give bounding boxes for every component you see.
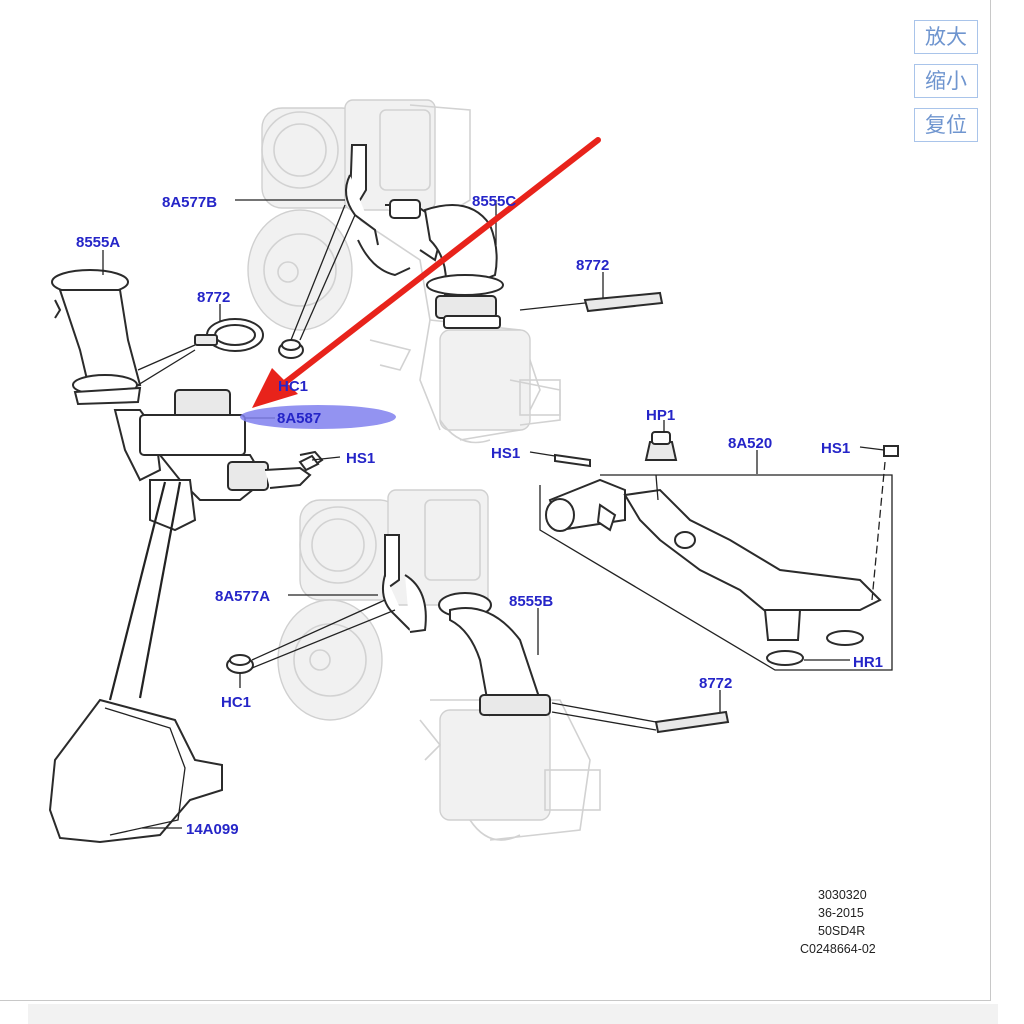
label-8a520: 8A520 <box>728 435 772 452</box>
label-8555b: 8555B <box>509 593 553 610</box>
hose-8555b <box>438 592 551 717</box>
hose-8555a <box>51 269 142 406</box>
hose-8a577a <box>382 534 427 633</box>
label-8a587: 8A587 <box>277 410 321 427</box>
clamp-8772-top <box>519 291 664 313</box>
ref-line-4: C0248664-02 <box>800 942 876 956</box>
label-hc1-top: HC1 <box>278 378 308 395</box>
clamp-hc1-bottom <box>226 599 396 674</box>
label-8772-bottom: 8772 <box>699 675 732 692</box>
label-8555c: 8555C <box>472 193 516 210</box>
label-14a099: 14A099 <box>186 821 239 838</box>
label-8a577a: 8A577A <box>215 588 270 605</box>
footer-band <box>28 1004 998 1024</box>
ghost-engine-top <box>247 99 561 444</box>
ref-line-1: 3030320 <box>818 888 867 902</box>
label-hr1: HR1 <box>853 654 883 671</box>
zoom-out-button[interactable]: 缩小 <box>914 64 978 98</box>
ghost-engine-bottom <box>277 489 601 841</box>
label-hs1-left: HS1 <box>346 450 375 467</box>
label-hp1: HP1 <box>646 407 675 424</box>
screws-hs1 <box>298 445 899 472</box>
pipe-8a520 <box>539 461 893 671</box>
highlight-ellipse <box>240 405 396 429</box>
label-8a577b: 8A577B <box>162 194 217 211</box>
ref-line-3: 50SD4R <box>818 924 865 938</box>
parts-diagram: 8A577B 8555C 8555A 8772 8772 HC1 8A587 H… <box>48 99 899 956</box>
clamp-hc1-top <box>278 204 356 359</box>
label-8772-left: 8772 <box>197 289 230 306</box>
cap-hp1 <box>644 431 678 461</box>
label-8555a: 8555A <box>76 234 120 251</box>
clamp-8772-left <box>137 318 264 386</box>
label-8772-top: 8772 <box>576 257 609 274</box>
label-hc1-bottom: HC1 <box>221 694 251 711</box>
clamp-8772-bottom <box>551 702 730 734</box>
ref-line-2: 36-2015 <box>818 906 864 920</box>
label-hs1-right: HS1 <box>821 440 850 457</box>
reset-button[interactable]: 复位 <box>914 108 978 142</box>
label-hs1-mid: HS1 <box>491 445 520 462</box>
cover-14a099 <box>48 481 223 844</box>
zoom-in-button[interactable]: 放大 <box>914 20 978 54</box>
red-arrow <box>252 137 601 408</box>
